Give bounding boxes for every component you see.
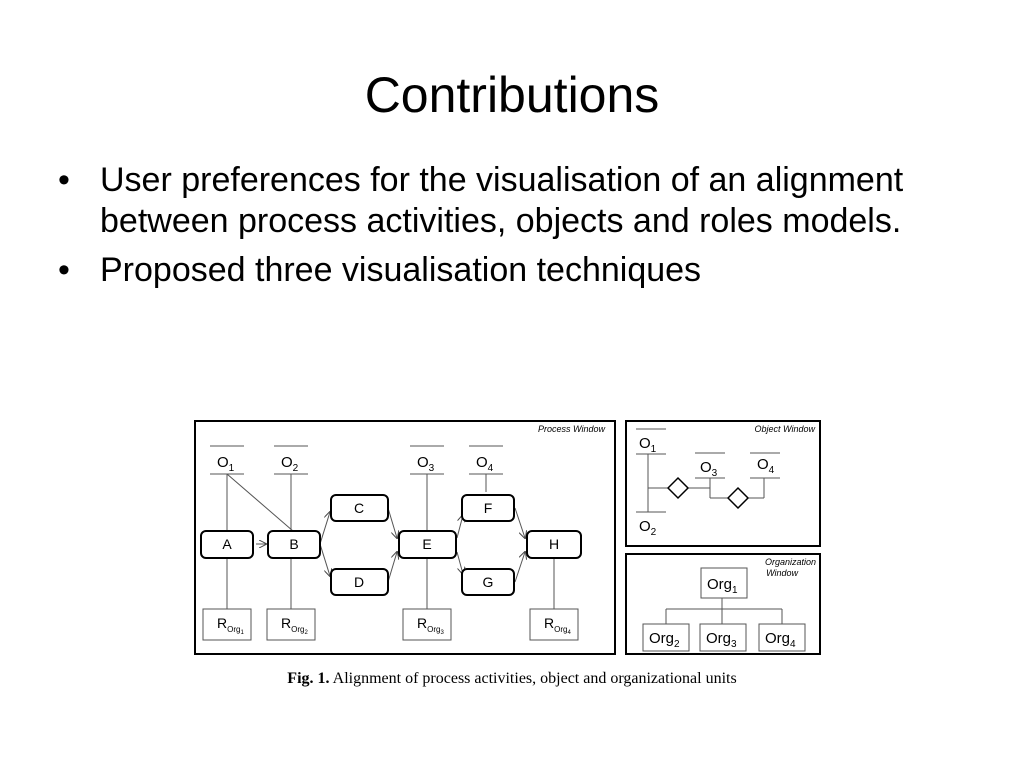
role-box: ROrg4: [529, 608, 579, 641]
svg-text:A: A: [222, 536, 232, 552]
svg-text:G: G: [483, 574, 494, 590]
svg-text:ROrg1: ROrg1: [217, 615, 244, 636]
svg-text:ROrg3: ROrg3: [417, 615, 444, 636]
figure-caption: Fig. 1. Alignment of process activities,…: [0, 670, 1024, 688]
bullet-list: • User preferences for the visualisation…: [58, 160, 988, 299]
svg-text:O2: O2: [281, 454, 299, 474]
activity-box: C: [330, 494, 389, 522]
svg-text:Org4: Org4: [765, 630, 796, 650]
figure-caption-label: Fig. 1.: [287, 670, 330, 687]
svg-text:Org2: Org2: [649, 630, 680, 650]
object-label: O3: [700, 459, 718, 479]
process-object: O2: [274, 445, 308, 475]
object-connectors: [636, 428, 780, 513]
organization-window: Organization Window Org1 Org2 Org3 Org4: [625, 553, 821, 655]
object-label: O4: [757, 456, 775, 476]
figure-caption-text: Alignment of process activities, object …: [332, 670, 737, 687]
org-unit: Org3: [699, 623, 747, 652]
activity-box: E: [398, 530, 457, 559]
svg-text:H: H: [549, 536, 559, 552]
process-object: O3: [410, 445, 444, 475]
activity-box: G: [461, 568, 515, 596]
svg-text:B: B: [289, 536, 298, 552]
activity-box: B: [267, 530, 321, 559]
object-window: Object Window O1 O3 O4 O2: [625, 420, 821, 547]
svg-text:Org1: Org1: [707, 576, 738, 596]
svg-text:O3: O3: [417, 454, 435, 474]
activity-box: A: [200, 530, 254, 559]
org-unit: Org1: [700, 567, 748, 599]
org-unit: Org2: [642, 623, 690, 652]
object-window-label: Object Window: [755, 424, 816, 434]
role-box: ROrg2: [266, 608, 316, 641]
svg-text:O4: O4: [476, 454, 494, 474]
bullet-text: Proposed three visualisation techniques: [100, 251, 702, 289]
svg-text:Org3: Org3: [706, 630, 737, 650]
process-object: O4: [469, 445, 503, 475]
svg-text:D: D: [354, 574, 364, 590]
activity-box: F: [461, 494, 515, 522]
activity-box: H: [526, 530, 582, 559]
process-connectors: [226, 473, 555, 609]
svg-text:O1: O1: [217, 454, 235, 474]
process-window-label: Process Window: [538, 424, 605, 434]
bullet-glyph: •: [58, 251, 70, 289]
object-label: O1: [639, 435, 657, 455]
relation-diamond: [666, 476, 690, 500]
org-connectors: [665, 598, 783, 624]
organization-window-label: Organization: [765, 557, 816, 567]
bullet-item: • User preferences for the visualisation…: [58, 160, 988, 242]
bullet-item: • Proposed three visualisation technique…: [58, 250, 988, 291]
object-label: O2: [639, 518, 657, 538]
relation-diamond: [726, 486, 750, 510]
bullet-text: User preferences for the visualisation o…: [100, 161, 904, 240]
svg-text:F: F: [484, 500, 493, 516]
svg-text:C: C: [354, 500, 364, 516]
role-box: ROrg3: [402, 608, 452, 641]
svg-text:ROrg4: ROrg4: [544, 615, 571, 636]
organization-window-label: Window: [766, 568, 798, 578]
svg-text:ROrg2: ROrg2: [281, 615, 308, 636]
process-object: O1: [210, 445, 244, 475]
role-box: ROrg1: [202, 608, 252, 641]
activity-box: D: [330, 568, 389, 596]
alignment-figure: Process Window O1: [194, 420, 821, 655]
process-window: Process Window O1: [194, 420, 616, 655]
org-unit: Org4: [758, 623, 806, 652]
svg-text:E: E: [422, 536, 431, 552]
bullet-glyph: •: [58, 161, 70, 199]
slide-title: Contributions: [364, 67, 660, 123]
